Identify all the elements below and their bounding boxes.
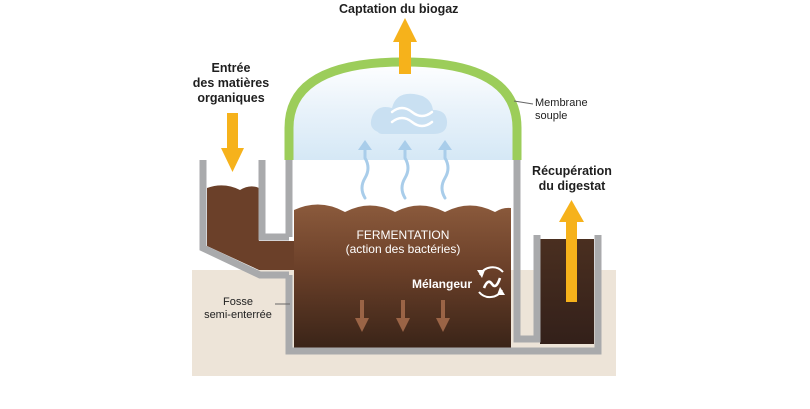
fosse-label: Fosse semi-enterrée [198, 296, 278, 322]
fosse-line-1: Fosse [223, 296, 253, 308]
settling-arrow-2 [396, 300, 410, 332]
entree-label: Entrée des matières organiques [176, 61, 286, 106]
melangeur-label: Mélangeur [412, 277, 473, 291]
settling-arrow-1 [355, 300, 369, 332]
captation-label: Captation du biogaz [339, 2, 459, 16]
biogas-cloud-icon [370, 93, 448, 134]
fermentation-line-2: (action des bactéries) [345, 242, 461, 256]
inlet-content [207, 185, 294, 270]
settling-arrow-3 [436, 300, 450, 332]
entree-line-1: Entrée [211, 61, 251, 75]
fosse-line-2: semi-enterrée [204, 309, 272, 321]
gas-flow-head-2 [398, 140, 412, 150]
membrane-leader-line [513, 100, 534, 105]
tank-right-wall [513, 160, 541, 343]
recuperation-line-1: Récupération [532, 164, 612, 178]
recuperation-line-2: du digestat [538, 179, 606, 193]
fermentation-substrate [294, 204, 511, 348]
melangeur-arrowhead-2 [497, 287, 505, 295]
tank-left-wall [285, 160, 602, 355]
gas-flow-head-1 [358, 140, 372, 150]
gas-flow-head-3 [438, 140, 452, 150]
gas-flow-arrow-2 [400, 146, 410, 200]
membrane-line-2: souple [535, 110, 568, 122]
gas-flow-arrow-1 [360, 146, 370, 200]
fermentation-line-1: FERMENTATION [356, 228, 450, 242]
inlet-left-wall [199, 160, 289, 279]
melangeur-arrowhead-1 [477, 270, 485, 278]
entree-line-3: organiques [197, 91, 265, 105]
gas-flow-arrow-3 [440, 146, 450, 200]
entree-line-2: des matières [192, 76, 270, 90]
membrane-label: Membrane souple [535, 97, 615, 123]
fermentation-label: FERMENTATION (action des bactéries) [318, 228, 488, 256]
recuperation-arrow-icon [559, 200, 584, 302]
captation-arrow-icon [393, 18, 417, 74]
membrane-line-1: Membrane [535, 97, 588, 109]
entree-arrow-icon [221, 113, 244, 172]
inlet-right-wall [258, 160, 289, 241]
recuperation-label: Récupération du digestat [522, 164, 622, 194]
